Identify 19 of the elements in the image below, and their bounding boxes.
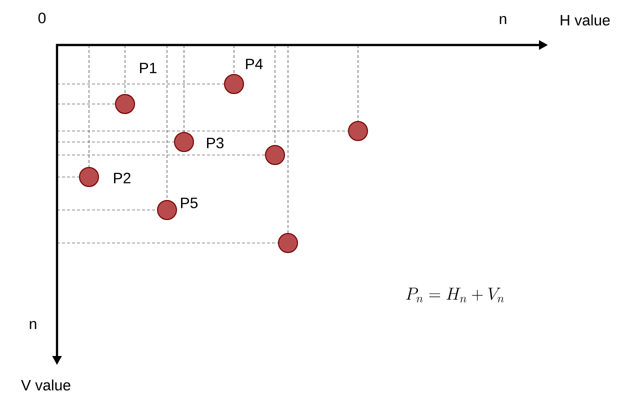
point-marker — [224, 74, 244, 94]
point-label: P3 — [207, 138, 224, 148]
point-marker — [348, 121, 368, 141]
axis-label: n — [500, 16, 506, 24]
point-label: P1 — [140, 62, 156, 74]
point-label: P5 — [181, 198, 198, 208]
point-marker — [265, 145, 285, 165]
point-marker — [278, 233, 298, 253]
axis-label: H value — [560, 14, 610, 26]
point-label: P4 — [246, 58, 263, 70]
point-label: P2 — [114, 172, 130, 184]
point-marker — [157, 200, 177, 220]
point-marker — [79, 167, 99, 187]
origin-label: 0 — [38, 12, 46, 24]
axis-label: V value — [21, 379, 70, 390]
point-marker — [115, 94, 135, 114]
axis-label: n — [30, 320, 36, 330]
formula: $P_n = H_n + V_n$ — [406, 288, 504, 302]
point-marker — [174, 132, 194, 152]
